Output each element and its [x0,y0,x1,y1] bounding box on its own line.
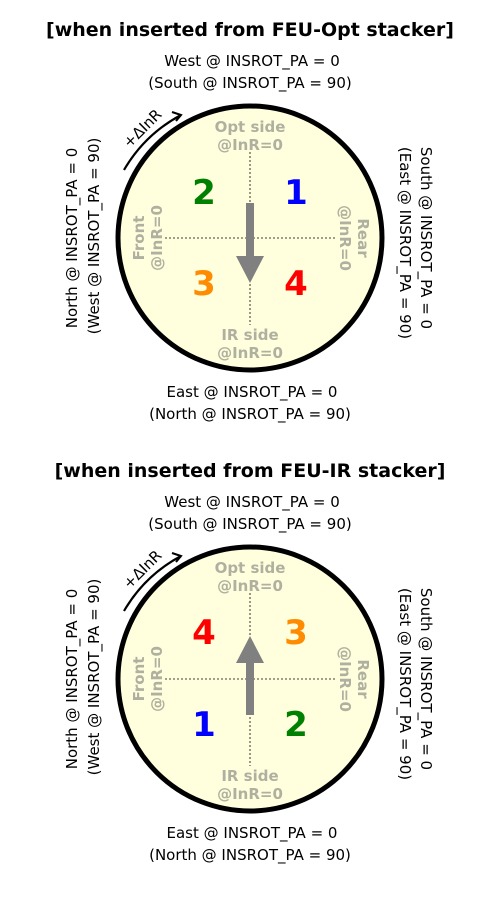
opt-side-sublabel: @InR=0 [217,577,283,595]
panel-feu-ir: [when inserted from FEU-IR stacker] West… [55,460,446,865]
left-direction-line2: (West @ INSROT_PA = 90) [85,138,104,335]
panel-feu-opt: [when inserted from FEU-Opt stacker] Wes… [46,19,454,424]
rear-label: Rear [354,218,372,258]
left-direction-line2: (West @ INSROT_PA = 90) [85,579,104,776]
left-direction-line1: North @ INSROT_PA = 0 [63,589,82,770]
bottom-direction-line2: (North @ INSROT_PA = 90) [149,846,351,865]
bottom-direction-line1: East @ INSROT_PA = 0 [167,824,338,843]
bottom-direction-line2: (North @ INSROT_PA = 90) [149,405,351,424]
right-direction-line1: South @ INSROT_PA = 0 [416,147,435,329]
right-direction-line2: (East @ INSROT_PA = 90) [395,147,414,339]
opt-side-label: Opt side [215,559,286,577]
ir-side-sublabel: @InR=0 [217,785,283,803]
insertion-arrow-down [236,203,264,283]
front-sublabel: @InR=0 [148,646,166,712]
rear-sublabel: @InR=0 [336,646,354,712]
quadrant-top-left: 4 [192,613,216,653]
top-direction-line1: West @ INSROT_PA = 0 [164,52,339,71]
panel-title: [when inserted from FEU-Opt stacker] [46,19,454,41]
ir-side-label: IR side [221,326,278,344]
left-direction-line1: North @ INSROT_PA = 0 [63,148,82,329]
panel-title: [when inserted from FEU-IR stacker] [55,460,446,482]
top-direction-line2: (South @ INSROT_PA = 90) [148,515,351,534]
insertion-arrow-up [236,636,264,715]
rotation-arrowhead [171,111,183,122]
right-direction-line2: (East @ INSROT_PA = 90) [395,588,414,780]
quadrant-top-right: 1 [284,173,308,213]
top-direction-line1: West @ INSROT_PA = 0 [164,493,339,512]
ir-side-label: IR side [221,767,278,785]
quadrant-bottom-left: 3 [192,264,216,304]
top-direction-line2: (South @ INSROT_PA = 90) [148,74,351,93]
rotation-arc [123,555,182,612]
rear-sublabel: @InR=0 [336,205,354,271]
quadrant-top-left: 2 [192,173,216,213]
front-sublabel: @InR=0 [148,205,166,271]
right-direction-line1: South @ INSROT_PA = 0 [416,588,435,770]
ir-side-sublabel: @InR=0 [217,344,283,362]
rotation-arrowhead [171,552,183,563]
quadrant-bottom-right: 2 [284,705,308,745]
bottom-direction-line1: East @ INSROT_PA = 0 [167,383,338,402]
front-label: Front [130,657,148,702]
quadrant-top-right: 3 [284,613,308,653]
quadrant-bottom-right: 4 [284,264,308,304]
rear-label: Rear [354,659,372,699]
rotation-arc [123,114,182,171]
quadrant-bottom-left: 1 [192,705,216,745]
opt-side-label: Opt side [215,118,286,136]
front-label: Front [130,216,148,261]
opt-side-sublabel: @InR=0 [217,136,283,154]
